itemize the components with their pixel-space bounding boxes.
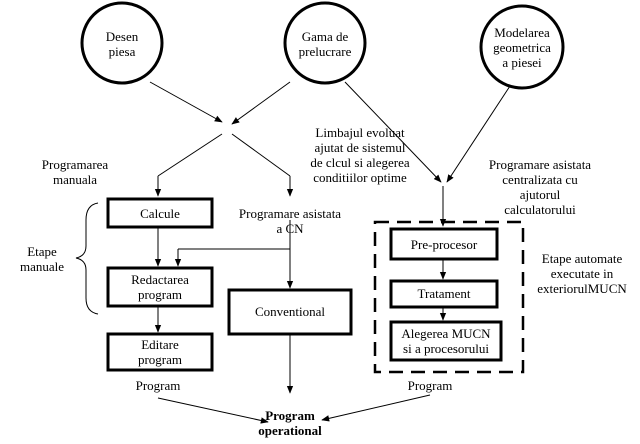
etape-manuale-line-1: Etape [27,244,57,259]
box-pre-procesor [389,227,499,261]
label-etape-automate: Etape automate executate in exteriorulMU… [530,251,634,296]
label-programare-centralizata: Programare asistata centralizata cu ajut… [478,157,602,217]
program-operational-line-1: Program [265,408,315,423]
desen-line-1: Desen [105,29,139,44]
tratament-label: Tratament [417,286,471,301]
redactarea-line-2: program [137,287,183,302]
label-program-operational: Program operational [238,408,342,438]
label-program-right: Program [400,378,460,393]
programare-centralizata-line-2: centralizata cu [502,172,578,187]
label-programarea-manuala: Programarea manuala [30,157,120,187]
limbajul-line-1: Limbajul evoluat [315,125,405,140]
group-etape-automate [373,220,525,374]
modelarea-line-2: geometrica [493,40,551,55]
program-left-text: Program [135,378,181,393]
edge-desen-to-junction [149,81,223,123]
brace-etape-manuale [75,202,99,315]
node-modelarea-geometrica [479,4,565,90]
desen-line-2: piesa [108,44,136,59]
programare-cn-line-1: Programare asistata [238,206,342,221]
box-text-conventional: Conventional [229,304,351,319]
edge-gama-to-junction [231,81,291,125]
alegerea-line-2: si a procesorului [403,341,489,356]
circle-text-desen-piesa: Desen piesa [92,29,152,59]
modelarea-line-3: a piesei [502,55,542,70]
program-right-text: Program [407,378,453,393]
edge-program-left-to-final [157,397,269,424]
redactarea-line-1: Redactarea [131,272,189,287]
programare-centralizata-line-1: Programare asistata [488,157,592,172]
node-gama-de-prelucrare [283,1,367,85]
box-conventional [227,288,353,336]
box-text-alegerea: Alegerea MUCN si a procesorului [391,326,501,356]
label-limbajul-evoluat: Limbajul evoluat ajutat de sistemul de c… [296,125,424,185]
box-text-redactarea: Redactarea program [108,272,212,302]
box-alegerea-mucn [389,320,503,362]
limbajul-line-2: ajutat de sistemul [314,140,406,155]
circle-text-modelarea: Modelarea geometrica a piesei [482,25,562,70]
program-operational-line-2: operational [258,423,322,438]
edge-gama-to-preprocesor [344,81,442,183]
box-text-calcule: Calcule [108,206,212,221]
modelarea-line-1: Modelarea [494,25,550,40]
edge-junction-to-cn-a [231,133,291,177]
edge-junction-to-calcule-a [157,133,223,177]
etape-manuale-line-2: manuale [19,259,65,274]
box-calcule [106,197,214,229]
programare-centralizata-line-4: calculatorului [504,202,576,217]
alegerea-line-1: Alegerea MUCN [401,326,491,341]
gama-line-2: prelucrare [298,44,352,59]
etape-automate-line-1: Etape automate [541,251,623,266]
label-programare-asistata-cn: Programare asistata a CN [228,206,352,236]
programarea-manuala-line-2: manuala [52,172,98,187]
box-text-editare: Editare program [108,337,212,367]
label-etape-manuale: Etape manuale [14,244,70,274]
etape-automate-line-3: exteriorulMUCN [537,281,627,296]
edge-modelarea-to-preprocesor [446,85,511,183]
edge-program-right-to-final [321,394,431,422]
editare-line-1: Editare [141,337,179,352]
conventional-label: Conventional [254,304,326,319]
circle-text-gama-de-prelucrare: Gama de prelucrare [285,29,365,59]
editare-line-2: program [137,352,183,367]
limbajul-line-4: conditiilor optime [313,170,407,185]
etape-automate-line-2: executate in [550,266,614,281]
gama-line-1: Gama de [301,29,349,44]
programare-cn-line-2: a CN [276,221,304,236]
box-redactarea-program [106,266,214,308]
node-desen-piesa [80,1,164,85]
programarea-manuala-line-1: Programarea [41,157,109,172]
box-tratament [389,279,499,309]
box-text-tratament: Tratament [391,286,497,301]
box-text-pre-procesor: Pre-procesor [391,237,497,252]
preprocesor-label: Pre-procesor [410,237,478,252]
label-program-left: Program [128,378,188,393]
programare-centralizata-line-3: ajutorul [519,187,561,202]
calcule-label: Calcule [140,206,180,221]
limbajul-line-3: de clcul si alegerea [310,155,410,170]
box-editare-program [106,332,214,372]
